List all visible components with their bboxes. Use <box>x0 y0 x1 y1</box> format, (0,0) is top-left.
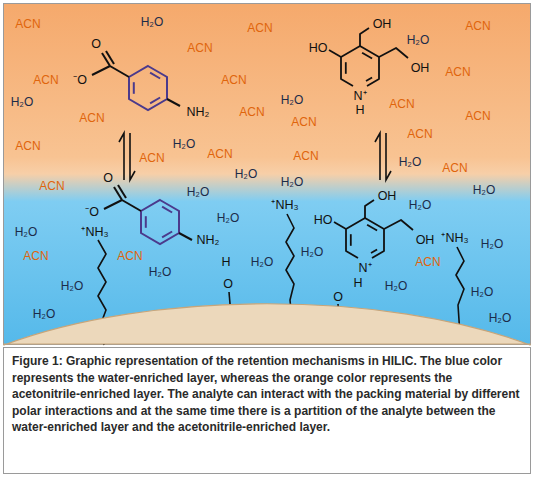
acetonitrile-label: ACN <box>117 250 142 262</box>
acetonitrile-label: ACN <box>221 74 246 86</box>
atom-label: O <box>103 172 113 185</box>
water-label: H₂O <box>301 246 324 258</box>
atom-label: O <box>333 291 343 304</box>
mobile-phase-background <box>4 4 531 345</box>
atom-label: NH₂ <box>197 234 220 247</box>
acetonitrile-label: ACN <box>39 180 64 192</box>
amino-ligand <box>456 247 464 335</box>
water-label: H₂O <box>251 256 274 268</box>
half-arrow <box>130 133 135 180</box>
water-label: H₂O <box>141 16 164 28</box>
acetonitrile-label: ACN <box>465 20 490 32</box>
acetonitrile-label: ACN <box>247 22 272 34</box>
water-label: H₂O <box>173 138 196 150</box>
water-label: H₂O <box>281 176 304 188</box>
water-label: H₂O <box>385 280 408 292</box>
water-label: H₂O <box>235 168 258 180</box>
atom-label: HO <box>314 214 333 227</box>
half-arrow <box>375 133 380 180</box>
acetonitrile-label: ACN <box>442 162 467 174</box>
acetonitrile-label: ACN <box>207 148 232 160</box>
water-label: H₂O <box>149 266 172 278</box>
acetonitrile-label: ACN <box>465 110 490 122</box>
water-label: H₂O <box>61 280 84 292</box>
aminobenzoate-molecule <box>92 51 180 110</box>
pyridoxine-molecule <box>329 28 408 86</box>
acetonitrile-label: ACN <box>33 74 58 86</box>
atom-label: ⁻O <box>73 74 87 87</box>
atom-label: O <box>91 38 101 51</box>
atom-label: O <box>223 278 233 291</box>
water-label: H₂O <box>409 199 432 211</box>
acetonitrile-label: ACN <box>389 98 414 110</box>
water-label: H₂O <box>489 312 512 324</box>
acetonitrile-label: ACN <box>407 128 432 140</box>
atom-label: N⁺ <box>353 90 366 103</box>
atom-label: NH₂ <box>187 106 210 119</box>
atom-label: ⁺NH₃ <box>81 226 108 239</box>
atom-label: OH <box>411 62 430 75</box>
water-label: H₂O <box>187 186 210 198</box>
water-label: H₂O <box>281 94 304 106</box>
water-label: H₂O <box>33 308 56 320</box>
water-label: H₂O <box>15 226 38 238</box>
water-label: H₂O <box>471 286 494 298</box>
figure-caption: Figure 1: Graphic representation of the … <box>12 353 522 436</box>
atom-label: OH <box>416 234 435 247</box>
water-label: H₂O <box>481 238 504 250</box>
water-label: H₂O <box>473 184 496 196</box>
atom-label: ⁺NH₃ <box>271 199 298 212</box>
atom-label: ⁻O <box>85 206 99 219</box>
aminobenzoate-molecule <box>104 185 192 244</box>
acetonitrile-label: ACN <box>187 42 212 54</box>
acetonitrile-label: ACN <box>291 116 316 128</box>
acetonitrile-label: ACN <box>293 150 318 162</box>
acetonitrile-label: ACN <box>79 112 104 124</box>
atom-label: HO <box>309 42 328 55</box>
acetonitrile-label: ACN <box>239 106 264 118</box>
atom-label: H <box>353 277 362 290</box>
pyridoxine-molecule <box>334 200 413 258</box>
equilibrium-arrows <box>119 133 391 180</box>
acetonitrile-label: ACN <box>445 66 470 78</box>
acetonitrile-label: ACN <box>23 250 48 262</box>
acetonitrile-label: ACN <box>15 18 40 30</box>
water-label: H₂O <box>407 34 430 46</box>
atom-label: ⁺NH₃ <box>441 232 468 245</box>
atom-label: H <box>221 256 230 269</box>
acetonitrile-label: ACN <box>139 152 164 164</box>
half-arrow <box>119 133 124 180</box>
acetonitrile-label: ACN <box>415 256 440 268</box>
half-arrow <box>386 133 391 180</box>
water-label: H₂O <box>217 212 240 224</box>
atom-label: N⁺ <box>358 262 371 275</box>
caption-frame <box>4 348 531 474</box>
water-label: H₂O <box>399 156 422 168</box>
atom-label: H <box>355 104 364 117</box>
silica-particle <box>4 304 530 345</box>
water-label: H₂O <box>11 96 34 108</box>
atom-label: OH <box>378 190 397 203</box>
acetonitrile-label: ACN <box>15 140 40 152</box>
atom-label: OH <box>373 18 392 31</box>
